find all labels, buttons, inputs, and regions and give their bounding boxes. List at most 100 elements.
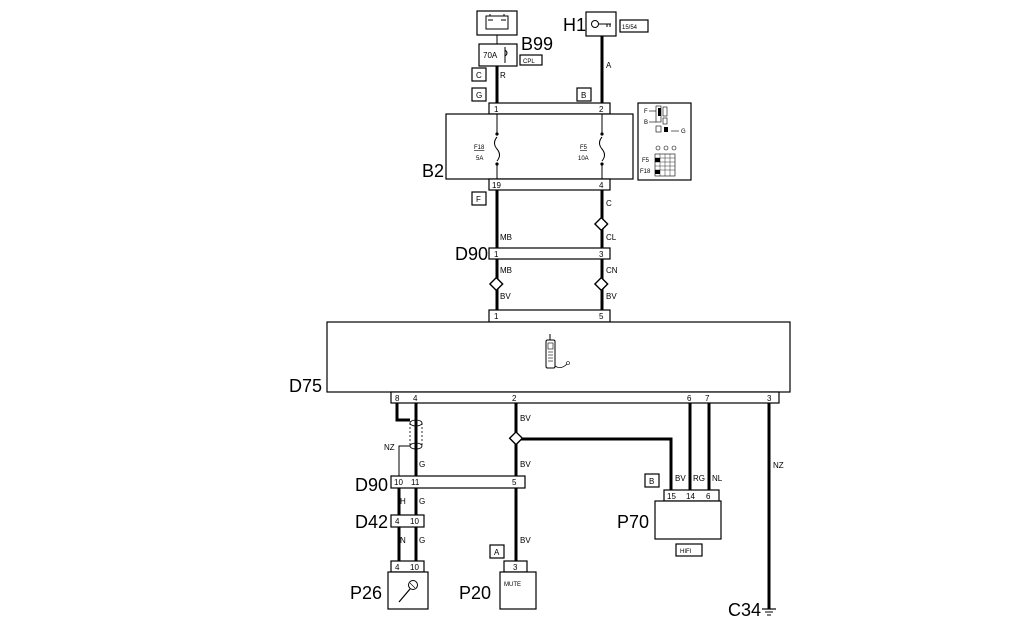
h1-label: H1 <box>563 15 586 35</box>
legend-b: B <box>644 120 648 126</box>
b99-rating: 70A <box>483 51 498 60</box>
wire-bv-5-label: BV <box>520 536 531 545</box>
wire-r-label: R <box>500 71 506 80</box>
h1-tag: 15/54 <box>622 25 638 31</box>
b2-pin-1: 1 <box>494 105 499 114</box>
wire-cl-label: CL <box>606 233 617 242</box>
wire-c-label: C <box>606 199 612 208</box>
d90-bottom-pin-10: 10 <box>394 478 403 487</box>
splice-cn-bv <box>593 276 609 292</box>
d90-top-strip <box>488 247 611 260</box>
d42-label: D42 <box>355 512 388 532</box>
wire-bv-1-label: BV <box>500 292 511 301</box>
p26-label: P26 <box>350 583 382 603</box>
b2-label: B2 <box>422 161 444 181</box>
d75-label: D75 <box>289 376 322 396</box>
wire-bv-3-label: BV <box>520 414 531 423</box>
p20-pin-3: 3 <box>513 563 518 572</box>
fuse-f18-name: F18 <box>474 145 485 151</box>
wire-g-2-label: G <box>419 497 425 506</box>
d75-box <box>326 321 791 393</box>
wire-bv-to-p70 <box>516 437 673 490</box>
splice-mb-bv <box>488 276 504 292</box>
p70-pin-15: 15 <box>667 492 676 501</box>
d75-pin-7: 7 <box>705 394 710 403</box>
ignition-key-icon <box>591 20 611 28</box>
d75-pin-5: 5 <box>599 312 604 321</box>
b99-fuse-icon <box>504 47 508 63</box>
d42-pin-4: 4 <box>395 517 400 526</box>
connector-b-top-box <box>576 87 592 102</box>
battery-icon <box>485 14 509 30</box>
connector-a-box <box>489 544 505 559</box>
d90-bottom-pin-11: 11 <box>411 478 420 487</box>
connector-f-box <box>471 191 487 206</box>
d75-pin-6: 6 <box>687 394 692 403</box>
wire-nz-2-label: NZ <box>773 461 784 470</box>
d90-bottom-pin-5: 5 <box>512 478 517 487</box>
p70-label: P70 <box>617 512 649 532</box>
p70-pin-6: 6 <box>706 492 711 501</box>
p20-text: MUTE <box>504 582 521 588</box>
p20-label: P20 <box>459 583 491 603</box>
b2-pin-2: 2 <box>599 105 604 114</box>
wire-mb-2-label: MB <box>500 266 512 275</box>
ground-icon <box>762 608 776 616</box>
wire-shield-drain <box>395 403 410 422</box>
d75-pin-4: 4 <box>413 394 418 403</box>
d75-pin-1: 1 <box>494 312 499 321</box>
wire-g-1-label: G <box>419 460 425 469</box>
connector-b-p70-box <box>644 473 660 488</box>
fusebox-location-legend: F B G F5 F18 <box>637 102 692 181</box>
wire-nz-1-label: NZ <box>384 443 395 452</box>
d90-bottom-label: D90 <box>355 475 388 495</box>
connector-g-box <box>471 87 487 102</box>
connector-g: G <box>476 91 482 100</box>
fuse-f18-rating: 5A <box>476 156 483 162</box>
d90-top-label: D90 <box>455 244 488 264</box>
p70-pin-14: 14 <box>686 492 695 501</box>
connector-c-box <box>471 67 487 82</box>
fuse-f18-symbol <box>494 114 500 179</box>
p26-pin-4: 4 <box>395 563 400 572</box>
d75-pin-3: 3 <box>767 394 772 403</box>
connector-b-top: B <box>581 91 586 100</box>
p20-box <box>499 571 537 610</box>
wire-bv-2-label: BV <box>606 292 617 301</box>
wire-mb-1-label: MB <box>500 233 512 242</box>
fuse-f5-rating: 10A <box>578 156 589 162</box>
fuse-f5-symbol <box>599 114 605 179</box>
connector-a: A <box>494 548 500 557</box>
b99-tag-box <box>519 54 543 66</box>
p70-box <box>654 500 722 540</box>
fuse-f5-name: F5 <box>580 145 588 151</box>
d42-strip <box>390 514 425 528</box>
wire-a-label: A <box>606 61 612 70</box>
wire-bv-6-label: BV <box>675 474 686 483</box>
legend-f5: F5 <box>642 158 650 164</box>
microphone-icon <box>398 580 418 603</box>
legend-f: F <box>644 109 648 115</box>
p70-tag-box <box>675 543 703 557</box>
legend-g: G <box>681 129 686 135</box>
d75-input-strip <box>488 309 611 323</box>
p70-tag: HIFI <box>680 549 692 555</box>
wire-cn-label: CN <box>606 266 618 275</box>
b2-pin-19: 19 <box>492 181 501 190</box>
connector-f: F <box>476 195 481 204</box>
h1-tag-box <box>619 19 649 33</box>
b2-input-strip <box>488 102 611 115</box>
wire-nz-1 <box>398 445 410 476</box>
wire-n-label: N <box>400 536 406 545</box>
wire-nl-label: NL <box>712 474 723 483</box>
d75-pin-8: 8 <box>395 394 400 403</box>
b2-output-strip <box>488 178 611 191</box>
d90-bottom-strip <box>390 475 526 489</box>
d42-pin-10: 10 <box>410 517 419 526</box>
connector-b-p70: B <box>649 477 654 486</box>
splice-c-cl <box>593 216 609 232</box>
d90-top-pin-1: 1 <box>494 250 499 259</box>
c34-label: C34 <box>728 600 761 620</box>
wire-rg-label: RG <box>693 474 705 483</box>
